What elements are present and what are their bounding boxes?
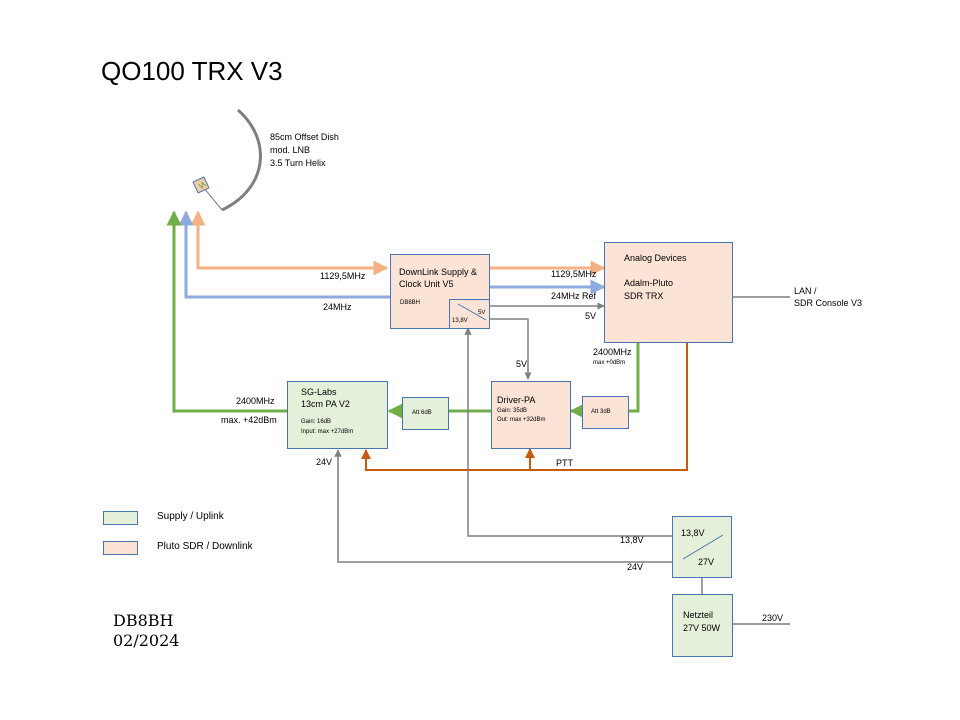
downlink-unit-line-2: Clock Unit V5	[399, 279, 454, 289]
legend-label-downlink: Pluto SDR / Downlink	[157, 541, 253, 552]
supply-13v8-line	[464, 327, 672, 537]
psu-line-1: Netzteil	[683, 610, 714, 620]
dish-line-2: mod. LNB	[270, 145, 311, 155]
label-tx-max: max +0dBm	[593, 360, 626, 366]
ref-24mhz-lnb-line	[178, 210, 390, 299]
label-mains: 230V	[762, 613, 784, 623]
label-lan-1: LAN /	[794, 286, 817, 296]
pluto-line-1: Analog Devices	[624, 253, 687, 263]
label-pluto-5v: 5V	[585, 311, 597, 321]
label-pa-24v: 24V	[316, 457, 333, 467]
regulator-box-diagonal-icon	[682, 534, 724, 560]
att-3db-label: Att 3dB	[591, 409, 611, 415]
label-pa-freq: 2400MHz	[236, 396, 275, 406]
regulator-out: 27V	[698, 557, 715, 567]
pluto-line-3: SDR TRX	[624, 291, 664, 301]
footer-date: 02/2024	[113, 631, 180, 650]
psu-line-2: 27V 50W	[683, 623, 721, 633]
driver-5v-line	[490, 318, 532, 380]
att-6db-box: Att 6dB	[402, 397, 449, 430]
adalm-pluto-box: Analog Devices Adalm-Pluto SDR TRX	[604, 242, 733, 343]
pa-to-helix-line	[166, 210, 287, 413]
dish-feed-arm	[203, 187, 223, 211]
footer-callsign: DB8BH	[113, 611, 174, 630]
label-lan-2: SDR Console V3	[794, 298, 863, 308]
att-3db-box: Att 3dB	[582, 396, 629, 429]
power-supply-box: Netzteil 27V 50W	[672, 594, 733, 657]
label-lnb-freq: 1129,5MHz	[320, 271, 366, 281]
pa-gain: Gain: 16dB	[301, 419, 332, 425]
label-ref-right: 24MHz Ref	[551, 291, 597, 301]
downlink-regulator-out: 5V	[478, 310, 486, 316]
downlink-clock-unit: DownLink Supply & Clock Unit V5 DB8BH 13…	[390, 254, 490, 329]
dish-line-1: 85cm Offset Dish	[270, 132, 339, 142]
driver-line-1: Driver-PA	[497, 395, 536, 405]
label-ptt: PTT	[556, 458, 573, 468]
dish-line-3: 3.5 Turn Helix	[270, 158, 326, 168]
regulator-in: 13,8V	[681, 528, 705, 538]
lnb-if-line	[190, 210, 389, 276]
legend-swatch-downlink	[103, 541, 138, 555]
pluto-tx-line	[629, 343, 640, 413]
regulator-diagonal-icon	[457, 303, 487, 321]
pa-line-2: 13cm PA V2	[301, 399, 350, 409]
label-driver-5v: 5V	[516, 359, 528, 369]
downlink-regulator: 13,8V 5V	[449, 299, 490, 329]
pa-input: Input: max +27dBm	[301, 429, 354, 435]
driver-pa-box: Driver-PA Gain: 35dB Out: max +32dBm	[491, 381, 571, 449]
dish-reflector	[221, 108, 262, 212]
pluto-line-2: Adalm-Pluto	[624, 278, 674, 288]
lnb-helix-icon	[192, 176, 210, 194]
pa-line-1: SG-Labs	[301, 387, 337, 397]
downlink-regulator-in: 13,8V	[452, 318, 468, 324]
label-if-right: 1129,5MHz	[551, 269, 597, 279]
regulator-box: 13,8V 27V	[672, 516, 732, 578]
driver-gain: Gain: 35dB	[497, 408, 528, 414]
legend-label-uplink: Supply / Uplink	[157, 511, 224, 522]
downlink-unit-line-1: DownLink Supply &	[399, 267, 478, 277]
sg-labs-pa-box: SG-Labs 13cm PA V2 Gain: 16dB Input: max…	[287, 381, 388, 449]
att-6db-label: Att 6dB	[412, 410, 432, 416]
label-tx-freq: 2400MHz	[593, 347, 632, 357]
label-reg-24v: 24V	[627, 562, 644, 572]
ptt-line	[361, 343, 688, 471]
downlink-unit-callsign: DB8BH	[400, 300, 421, 306]
driver-out: Out: max +32dBm	[497, 417, 546, 423]
page-title: QO100 TRX V3	[101, 56, 283, 86]
legend-swatch-uplink	[103, 511, 138, 525]
label-reg-13v8: 13,8V	[620, 535, 644, 545]
supply-24v-line	[334, 449, 672, 563]
label-pa-max: max. +42dBm	[221, 415, 277, 425]
label-ref-left: 24MHz	[323, 302, 352, 312]
